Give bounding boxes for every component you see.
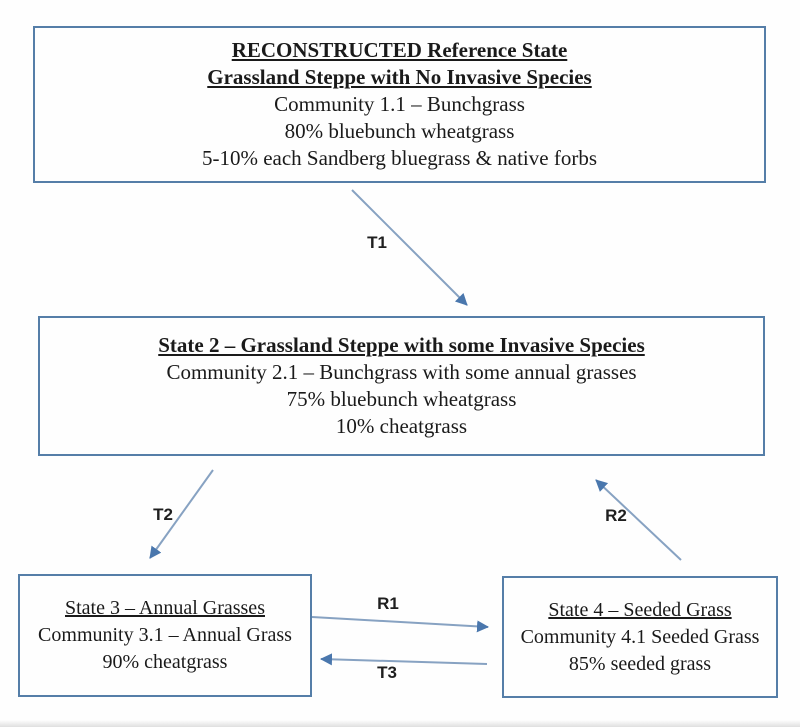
box-state-4: State 4 – Seeded Grass Community 4.1 See…: [502, 576, 778, 698]
state-3-composition: 90% cheatgrass: [102, 651, 228, 673]
transition-label-t2: T2: [153, 505, 173, 524]
state-2-community: Community 2.1 – Bunchgrass with some ann…: [166, 360, 637, 384]
state-4-composition: 85% seeded grass: [568, 652, 712, 675]
arrow-t3: [320, 653, 488, 666]
reference-state-composition-1: 80% bluebunch wheatgrass: [284, 119, 515, 143]
reference-state-community: Community 1.1 – Bunchgrass: [274, 92, 525, 116]
reference-state-composition-2: 5-10% each Sandberg bluegrass & native f…: [201, 146, 597, 170]
reference-state-title-line2: Grassland Steppe with No Invasive Specie…: [207, 65, 592, 89]
restoration-label-r2: R2: [605, 506, 627, 525]
page-edge-shadow: [0, 720, 800, 727]
box-state-3: State 3 – Annual Grasses Community 3.1 –…: [18, 574, 312, 697]
reference-state-title-line1: RECONSTRUCTED Reference State: [231, 38, 568, 62]
state-2-title: State 2 – Grassland Steppe with some Inv…: [158, 333, 645, 357]
state-3-title: State 3 – Annual Grasses: [65, 597, 265, 619]
box-state-2: State 2 – Grassland Steppe with some Inv…: [38, 316, 765, 456]
state-2-composition-2: 10% cheatgrass: [335, 414, 468, 438]
arrow-r1: [311, 616, 489, 633]
transition-label-t3: T3: [377, 663, 397, 682]
transition-label-t1: T1: [367, 233, 387, 252]
box-reference-state: RECONSTRUCTED Reference State Grassland …: [33, 26, 766, 183]
state-4-title: State 4 – Seeded Grass: [548, 598, 732, 621]
state-3-community: Community 3.1 – Annual Grass: [38, 624, 292, 646]
state-4-community: Community 4.1 Seeded Grass: [520, 625, 760, 648]
state-2-composition-1: 75% bluebunch wheatgrass: [286, 387, 517, 411]
restoration-label-r1: R1: [377, 594, 399, 613]
